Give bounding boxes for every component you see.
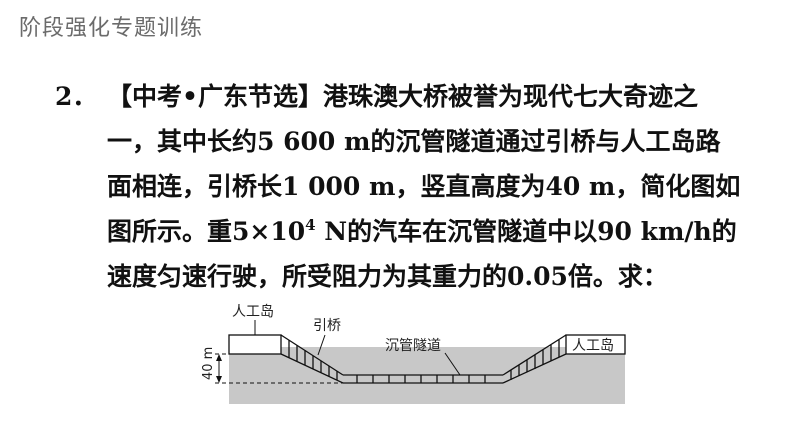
problem-text: 2． 【中考•广东节选】港珠澳大桥被誉为现代七大奇迹之 一，其中长约5 600 m… <box>55 74 755 299</box>
height-arrow-down <box>216 376 222 383</box>
tunnel-label: 沉管隧道 <box>385 338 441 354</box>
problem-line-2: 一，其中长约5 600 m的沉管隧道通过引桥与人工岛路 <box>107 127 721 156</box>
problem-line-4-a: 图所示。重5×10 <box>107 217 306 246</box>
problem-line-4-b: N的汽车在沉管隧道中以90 km/h的 <box>315 217 737 246</box>
bridge-leader <box>317 334 326 356</box>
problem-line-1: 2． 【中考•广东节选】港珠澳大桥被誉为现代七大奇迹之 <box>55 74 755 119</box>
bridge-label: 引桥 <box>313 318 341 334</box>
problem-number: 2． <box>55 82 98 111</box>
left-island <box>228 334 282 355</box>
right-island <box>565 334 626 355</box>
problem-line-3: 面相连，引桥长1 000 m，竖直高度为40 m，简化图如 <box>107 172 741 201</box>
problem-line-5: 速度匀速行驶，所受阻力为其重力的0.05倍。求： <box>107 262 668 291</box>
problem-source: 【中考•广东节选】 <box>107 82 323 111</box>
tunnel-leader <box>444 352 461 376</box>
exponent: 4 <box>305 216 316 234</box>
problem-line-4: 图所示。重5×104 N的汽车在沉管隧道中以90 km/h的 <box>55 209 755 254</box>
right-island-label: 人工岛 <box>572 338 614 354</box>
height-arrow-up <box>216 354 222 361</box>
height-label: 40 m <box>201 347 216 380</box>
right-approach-bridge <box>502 334 567 384</box>
left-island-label: 人工岛 <box>232 304 274 320</box>
section-header: 阶段强化专题训练 <box>19 16 204 41</box>
left-approach-bridge <box>280 334 344 384</box>
problem-line-1-text: 港珠澳大桥被誉为现代七大奇迹之 <box>322 82 698 111</box>
immersed-tunnel <box>343 374 503 384</box>
